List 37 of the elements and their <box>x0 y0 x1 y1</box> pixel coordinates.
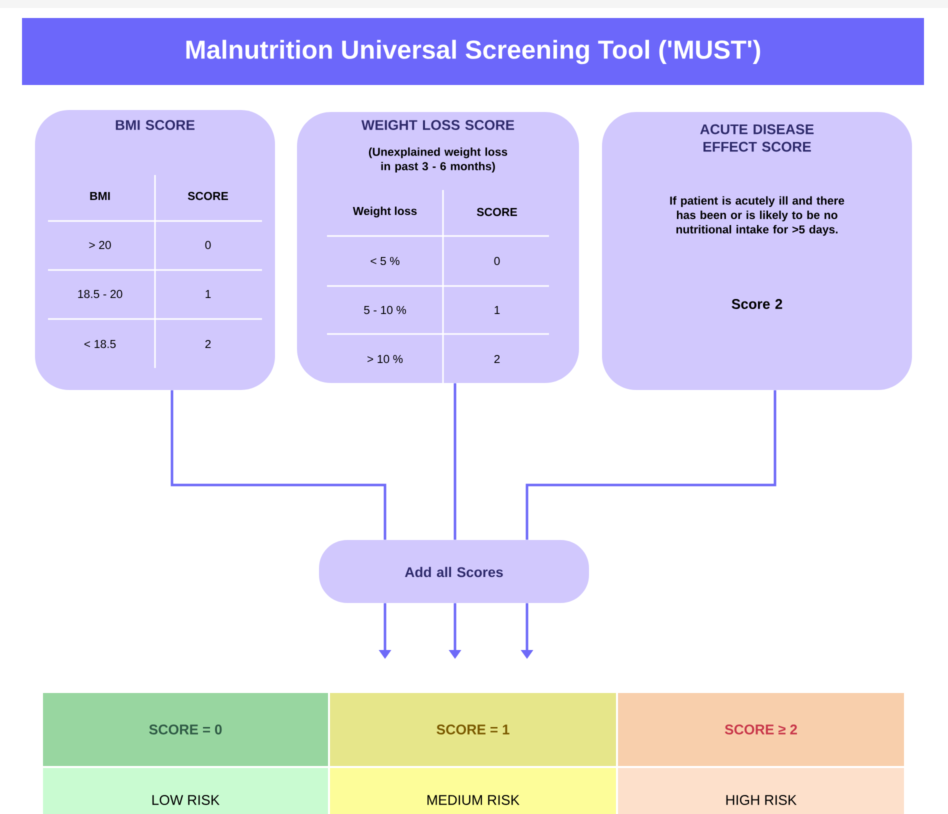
table-cell: 1 <box>206 290 211 298</box>
title-bar: Malnutrition Universal Screening Tool ('MUST') <box>22 18 924 85</box>
table-cell: SCORE = 0 <box>43 693 328 766</box>
card-heading: WEIGHT LOSS SCORE <box>361 120 514 130</box>
column-header: Weight loss <box>352 206 417 218</box>
card-subtitle: (Unexplained weight loss in past 3 - 6 months) <box>368 147 508 173</box>
table-cell: 18.5 - 20 <box>78 290 122 298</box>
body-text: If patient is acutely ill and there has been or is likely to be no nutritional intake for >5 days. <box>670 196 844 236</box>
score-card <box>602 112 912 390</box>
connector-line <box>170 390 386 540</box>
connector-line <box>526 390 776 540</box>
column-header: SCORE <box>188 192 228 200</box>
score-card <box>35 110 275 390</box>
column-header: SCORE <box>476 208 517 216</box>
table-cell: SCORE = 1 <box>330 693 616 766</box>
connector-line <box>454 383 456 540</box>
score-card <box>297 112 579 383</box>
column-header: BMI <box>90 192 110 200</box>
table-cell: 1 <box>494 306 500 314</box>
pill-text: Add all Scores <box>404 566 503 578</box>
table-cell: 5 - 10 % <box>364 306 406 314</box>
table-cell: HIGH RISK <box>618 768 904 814</box>
table-cell: SCORE ≥ 2 <box>618 693 904 766</box>
table-cell: MEDIUM RISK <box>330 768 616 814</box>
table-cell: LOW RISK <box>43 768 328 814</box>
table-cell: < 18.5 <box>84 340 116 348</box>
card-heading: BMI SCORE <box>116 120 195 130</box>
table-cell: 2 <box>494 354 500 364</box>
score-text: Score 2 <box>732 299 782 309</box>
table-cell: 2 <box>205 340 211 348</box>
table-cell: < 5 % <box>370 256 400 266</box>
table-cell: > 10 % <box>368 354 403 364</box>
pill-box <box>319 540 589 603</box>
card-heading: ACUTE DISEASE EFFECT SCORE <box>700 124 814 152</box>
table-cell: > 20 <box>89 240 111 250</box>
table-cell: 0 <box>205 240 211 250</box>
table-cell: 0 <box>494 256 500 266</box>
